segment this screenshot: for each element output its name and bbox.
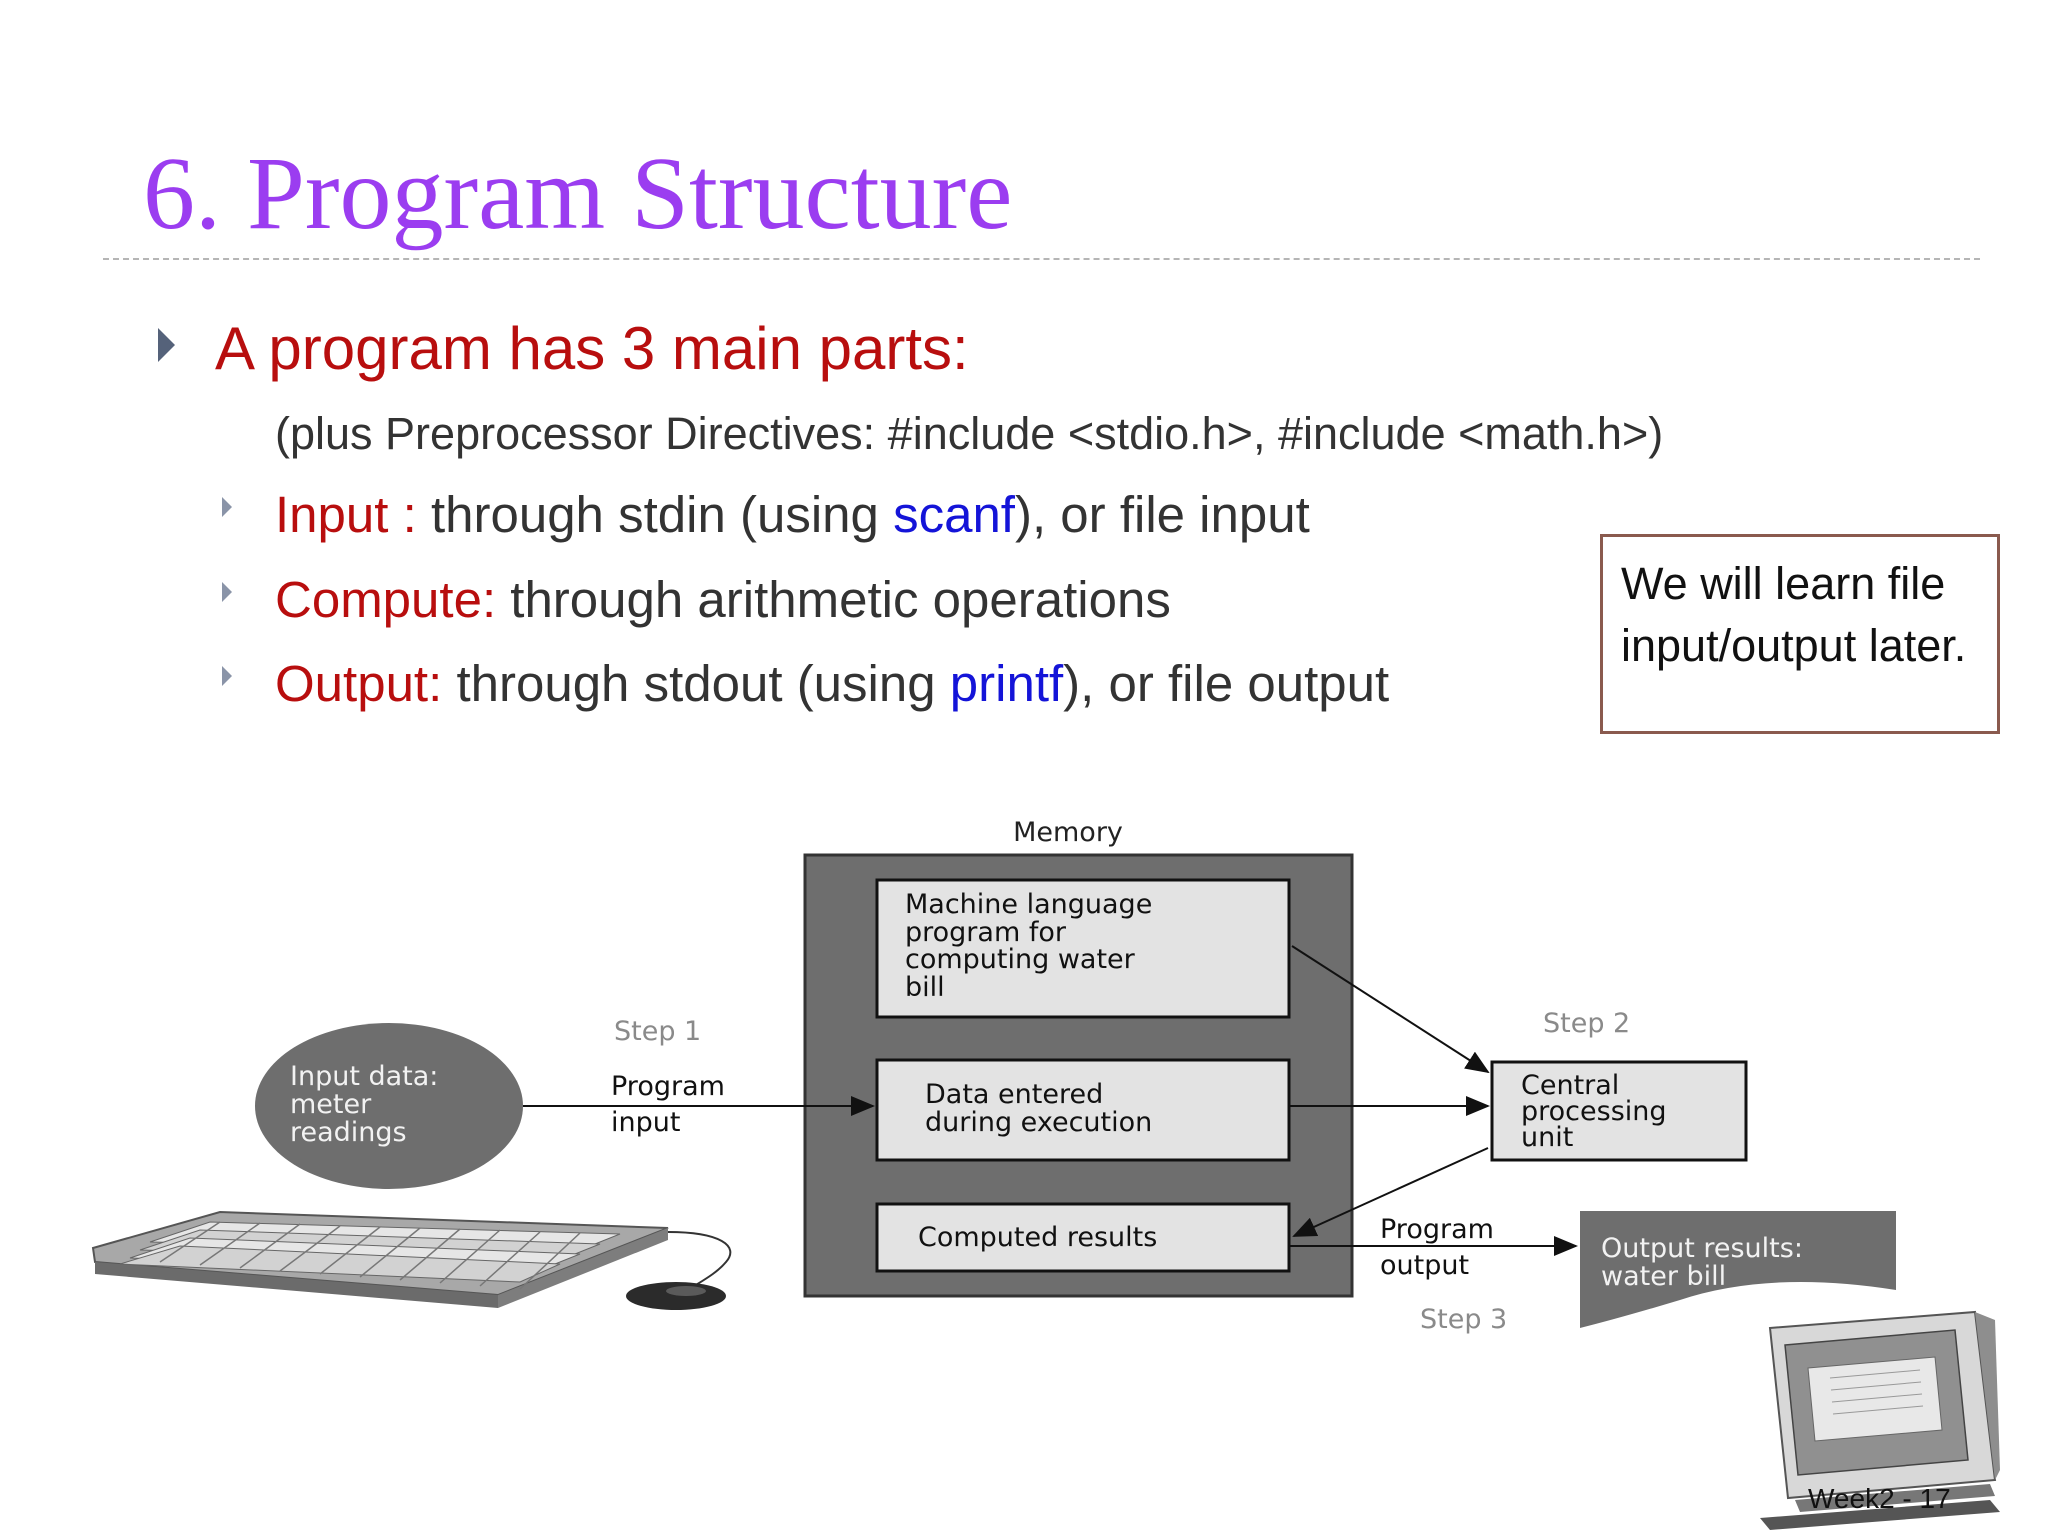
output-document-text: Output results: water bill bbox=[1601, 1233, 1812, 1292]
bullet-output-tail: ), or file output bbox=[1063, 655, 1390, 712]
program-to-cpu-arrow bbox=[1291, 945, 1490, 1074]
callout-text: We will learn file input/output later. bbox=[1621, 558, 1967, 671]
bullet-input-tail: ), or file input bbox=[1014, 486, 1310, 543]
bullet-compute: Compute: through arithmetic operations bbox=[275, 569, 1171, 631]
bullet-output-head: Output: bbox=[275, 655, 443, 712]
memory-label: Memory bbox=[1013, 817, 1123, 848]
slide-footer: Week2 - 17 bbox=[1808, 1483, 1951, 1514]
bullet-input: Input : through stdin (using scanf), or … bbox=[275, 484, 1310, 546]
sub-bullet-triangle-icon bbox=[222, 666, 232, 686]
bullet-output: Output: through stdout (using printf), o… bbox=[275, 653, 1389, 715]
bullet-input-head: Input : bbox=[275, 486, 417, 543]
keyboard-icon bbox=[91, 1210, 669, 1308]
input-data-text: Input data: meter readings bbox=[290, 1061, 447, 1148]
cpu-box bbox=[1490, 1060, 1748, 1162]
program-output-label: Program output bbox=[1380, 1214, 1503, 1281]
preprocessor-note: (plus Preprocessor Directives: #include … bbox=[275, 408, 1664, 459]
slide-title: 6. Program Structure bbox=[143, 136, 1013, 251]
callout-box: We will learn file input/output later. bbox=[1600, 534, 2000, 734]
results-box bbox=[875, 1202, 1291, 1273]
output-document-shape bbox=[1580, 1211, 1896, 1328]
data-box-text: Data entered during execution bbox=[925, 1079, 1152, 1138]
step2-label: Step 2 bbox=[1543, 1008, 1630, 1039]
sub-bullet-triangle-icon bbox=[222, 497, 232, 517]
cpu-box-text: Central processing unit bbox=[1521, 1070, 1675, 1153]
program-box-text: Machine language program for computing w… bbox=[905, 889, 1161, 1003]
title-divider bbox=[103, 258, 1980, 260]
program-box bbox=[875, 878, 1291, 1019]
mouse-cable bbox=[667, 1231, 732, 1291]
results-box-text: Computed results bbox=[918, 1222, 1157, 1253]
data-box bbox=[875, 1058, 1291, 1162]
bullet-output-text: through stdout (using bbox=[442, 655, 950, 712]
bullet-compute-head: Compute: bbox=[275, 571, 497, 628]
sub-bullet-triangle-icon bbox=[222, 582, 232, 602]
step1-label: Step 1 bbox=[614, 1016, 701, 1047]
monitor-icon bbox=[1760, 1310, 2000, 1530]
mouse-icon bbox=[626, 1282, 726, 1310]
printf-keyword: printf bbox=[949, 655, 1064, 712]
main-bullet: A program has 3 main parts: bbox=[215, 315, 969, 382]
input-data-oval bbox=[255, 1023, 523, 1189]
program-input-label: Program input bbox=[611, 1071, 734, 1138]
bullet-triangle-icon bbox=[158, 328, 175, 362]
bullet-input-text: through stdin (using bbox=[416, 486, 894, 543]
scanf-keyword: scanf bbox=[893, 486, 1015, 543]
step3-label: Step 3 bbox=[1420, 1304, 1507, 1335]
bullet-compute-text: through arithmetic operations bbox=[496, 571, 1171, 628]
cpu-to-results-arrow bbox=[1292, 1147, 1489, 1237]
